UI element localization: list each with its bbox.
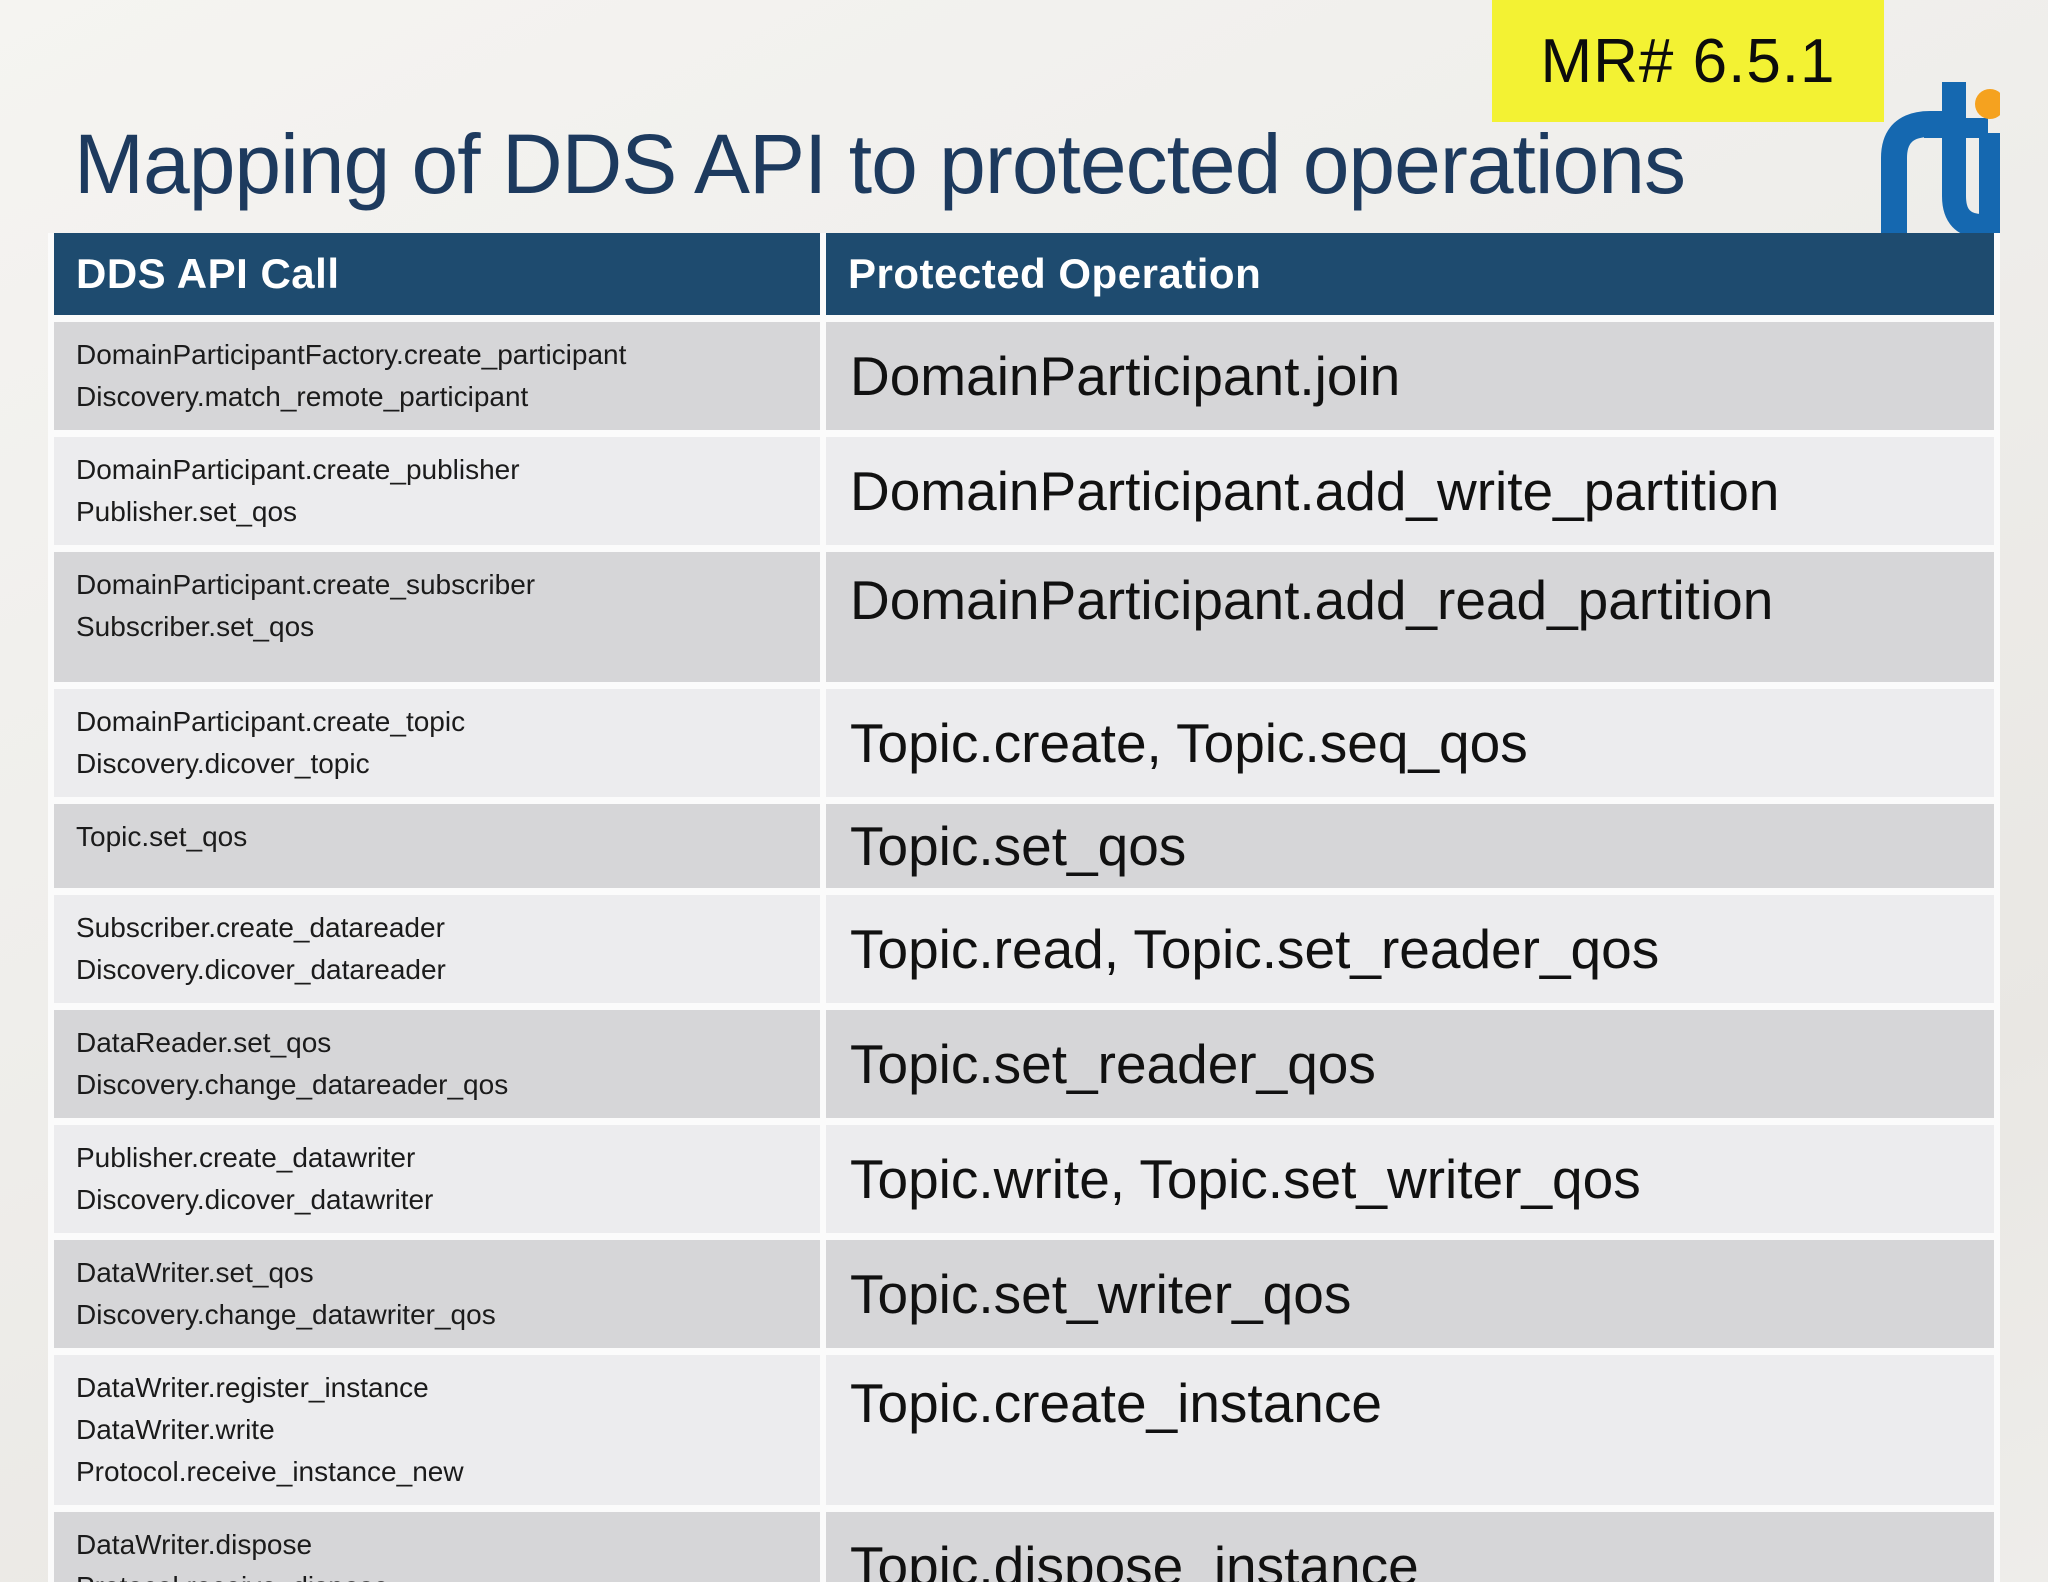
table-row: DataWriter.register_instance DataWriter.… xyxy=(54,1355,1994,1505)
dds-api-call-cell: DomainParticipant.create_publisher Publi… xyxy=(54,437,820,545)
dds-api-call-cell: Publisher.create_datawriter Discovery.di… xyxy=(54,1125,820,1233)
mr-number-badge: MR# 6.5.1 xyxy=(1492,0,1884,122)
protected-operation-cell: Topic.write, Topic.set_writer_qos xyxy=(826,1125,1994,1233)
table-row: DomainParticipant.create_publisher Publi… xyxy=(54,437,1994,545)
dds-api-call-cell: DomainParticipant.create_subscriber Subs… xyxy=(54,552,820,682)
rti-logo-graphic xyxy=(1881,82,2005,239)
table-row: DataWriter.dispose Protocol.receive_disp… xyxy=(54,1512,1994,1582)
protected-operation-cell: Topic.set_qos xyxy=(826,804,1994,888)
column-header-dds-api-call: DDS API Call xyxy=(54,233,820,315)
protected-operation-cell: Topic.dispose_instance xyxy=(826,1512,1994,1582)
table-row: DomainParticipant.create_subscriber Subs… xyxy=(54,552,1994,682)
mapping-table: DDS API Call Protected Operation DomainP… xyxy=(48,233,2000,1582)
table-row: DomainParticipant.create_topic Discovery… xyxy=(54,689,1994,797)
rti-logo xyxy=(1878,66,2005,239)
table-row: Topic.set_qos Topic.set_qos xyxy=(54,804,1994,888)
protected-operation-cell: Topic.set_reader_qos xyxy=(826,1010,1994,1118)
protected-operation-cell: Topic.set_writer_qos xyxy=(826,1240,1994,1348)
table-row: DataReader.set_qos Discovery.change_data… xyxy=(54,1010,1994,1118)
dds-api-call-cell: DataReader.set_qos Discovery.change_data… xyxy=(54,1010,820,1118)
column-header-protected-operation: Protected Operation xyxy=(826,233,1994,315)
protected-operation-cell: DomainParticipant.add_read_partition xyxy=(826,552,1994,682)
dds-api-call-cell: Subscriber.create_datareader Discovery.d… xyxy=(54,895,820,1003)
dds-api-call-cell: DataWriter.dispose Protocol.receive_disp… xyxy=(54,1512,820,1582)
dds-api-call-cell: DataWriter.register_instance DataWriter.… xyxy=(54,1355,820,1505)
protected-operation-cell: Topic.read, Topic.set_reader_qos xyxy=(826,895,1994,1003)
dds-api-call-cell: DomainParticipantFactory.create_particip… xyxy=(54,322,820,430)
page-title: Mapping of DDS API to protected operatio… xyxy=(74,117,1686,211)
protected-operation-cell: DomainParticipant.add_write_partition xyxy=(826,437,1994,545)
table-body: DomainParticipantFactory.create_particip… xyxy=(54,322,1994,1582)
dds-api-call-cell: DomainParticipant.create_topic Discovery… xyxy=(54,689,820,797)
table-row: Subscriber.create_datareader Discovery.d… xyxy=(54,895,1994,1003)
table-row: DomainParticipantFactory.create_particip… xyxy=(54,322,1994,430)
dds-api-call-cell: Topic.set_qos xyxy=(54,804,820,888)
protected-operation-cell: Topic.create_instance xyxy=(826,1355,1994,1505)
table-header-row: DDS API Call Protected Operation xyxy=(54,233,1994,315)
table-row: Publisher.create_datawriter Discovery.di… xyxy=(54,1125,1994,1233)
protected-operation-cell: Topic.create, Topic.seq_qos xyxy=(826,689,1994,797)
logo-orange-dot xyxy=(1975,89,2005,119)
table-row: DataWriter.set_qos Discovery.change_data… xyxy=(54,1240,1994,1348)
dds-api-call-cell: DataWriter.set_qos Discovery.change_data… xyxy=(54,1240,820,1348)
protected-operation-cell: DomainParticipant.join xyxy=(826,322,1994,430)
